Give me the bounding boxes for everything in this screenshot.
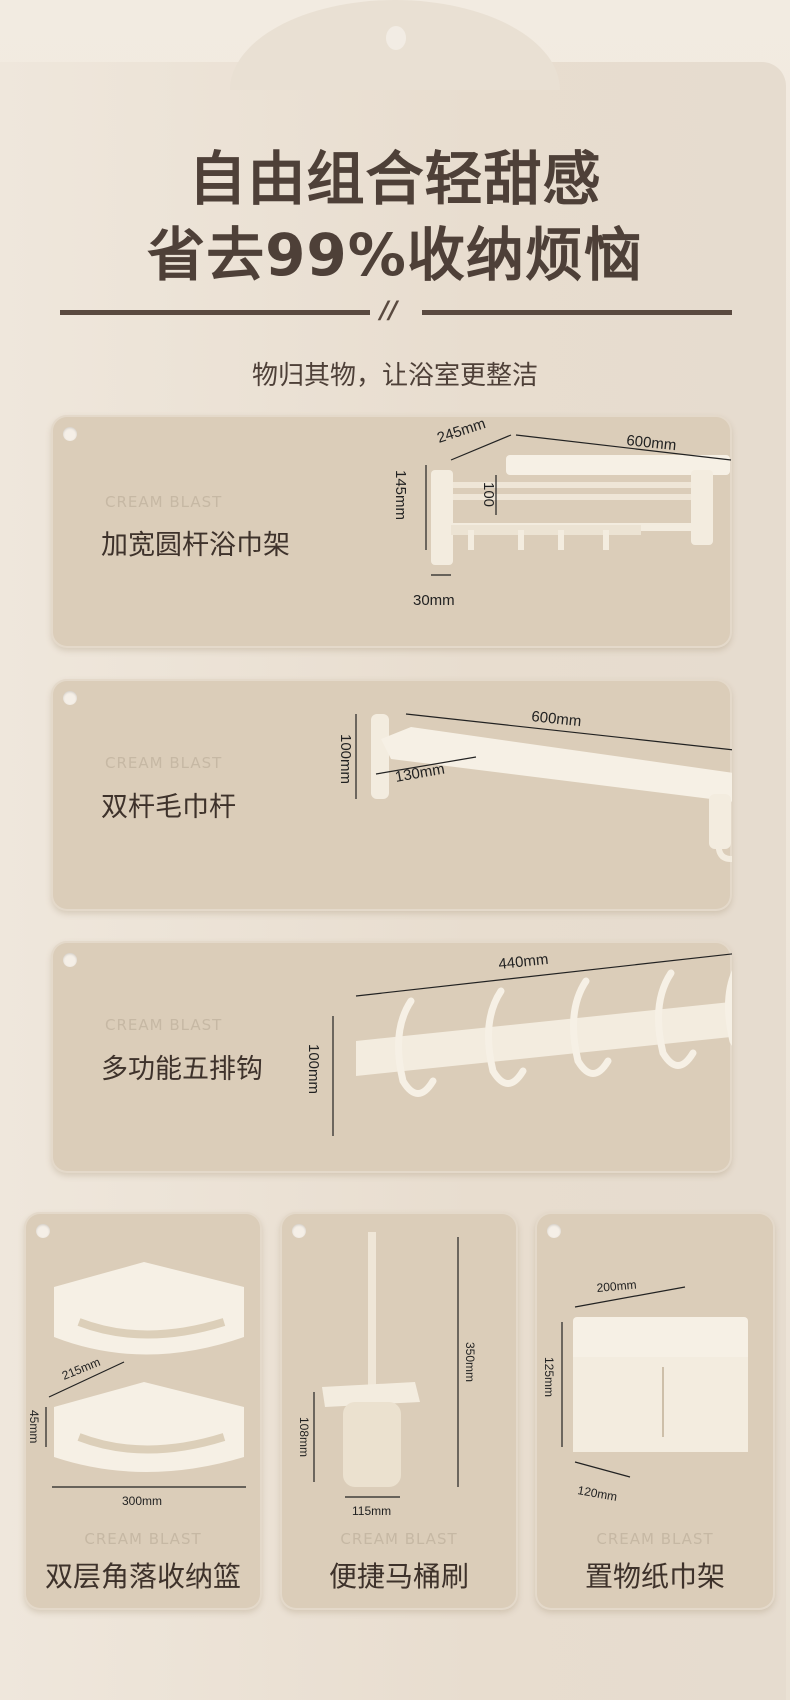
dim-label: 145mm	[392, 470, 409, 520]
dim-label: 115mm	[352, 1504, 391, 1518]
dim-label: 350mm	[463, 1342, 477, 1382]
hook-rail-illustration: 440mm 100mm	[305, 951, 732, 1136]
product-name: 便捷马桶刷	[328, 1560, 469, 1593]
product-card-towel-rack: CREAM BLAST 加宽圆杆浴巾架 245mm 600mm 145mm 10…	[51, 415, 732, 648]
brand-watermark: CREAM BLAST	[105, 1016, 223, 1034]
tissue-holder-illustration: 200mm 125mm 120mm	[542, 1278, 748, 1504]
brand-watermark: CREAM BLAST	[105, 493, 223, 511]
product-card-corner-basket: 215mm 45mm 300mm CREAM BLAST 双层角落收纳篮	[24, 1212, 262, 1610]
divider-mark: //	[380, 296, 398, 324]
product-card-hook-rail: CREAM BLAST 多功能五排钩 440mm 100mm	[51, 941, 732, 1173]
dim-label: 215mm	[60, 1355, 102, 1383]
card-hole	[547, 1224, 561, 1238]
dim-label: 600mm	[531, 708, 583, 730]
brand-watermark: CREAM BLAST	[84, 1530, 202, 1548]
divider-right	[422, 310, 732, 315]
product-name: 多功能五排钩	[101, 1054, 263, 1085]
corner-basket-illustration: 215mm 45mm 300mm	[27, 1262, 246, 1508]
dim-label: 120mm	[576, 1483, 618, 1504]
subtitle: 物归其物，让浴室更整洁	[251, 361, 538, 391]
dim-label: 200mm	[596, 1278, 637, 1295]
product-name: 置物纸巾架	[584, 1560, 725, 1593]
brand-watermark: CREAM BLAST	[105, 754, 223, 772]
headline-line1: 自由组合轻甜感	[188, 145, 602, 213]
dim-label: 100mm	[305, 1044, 322, 1094]
dim-label: 100mm	[337, 734, 354, 784]
brand-watermark: CREAM BLAST	[340, 1530, 458, 1548]
card-hole	[63, 427, 77, 441]
hanging-hole	[386, 26, 406, 50]
toilet-brush-illustration: 350mm 108mm 115mm	[297, 1232, 477, 1518]
dim-label: 100	[480, 482, 497, 507]
dim-label: 125mm	[542, 1357, 556, 1397]
dim-label: 300mm	[122, 1494, 162, 1508]
product-name: 加宽圆杆浴巾架	[101, 530, 290, 561]
towel-bar-illustration: 600mm 100mm 130mm	[337, 708, 732, 863]
product-name: 双杆毛巾杆	[101, 792, 236, 823]
dim-label: 108mm	[297, 1417, 311, 1457]
product-name: 双层角落收纳篮	[44, 1560, 241, 1593]
product-card-tissue-holder: 200mm 125mm 120mm CREAM BLAST 置物纸巾架	[535, 1212, 775, 1610]
product-card-toilet-brush: 350mm 108mm 115mm CREAM BLAST 便捷马桶刷	[280, 1212, 518, 1610]
dim-label: 45mm	[27, 1410, 41, 1443]
product-card-towel-bar: CREAM BLAST 双杆毛巾杆 600mm 100mm 130mm	[51, 679, 732, 911]
dim-label: 245mm	[435, 415, 488, 447]
headline-line2: 省去99%收纳烦恼	[147, 221, 643, 289]
dim-label: 440mm	[498, 951, 550, 973]
dim-label: 130mm	[394, 761, 446, 786]
card-hole	[36, 1224, 50, 1238]
card-hole	[63, 953, 77, 967]
towel-rack-illustration: 245mm 600mm 145mm 100 30mm	[392, 415, 732, 609]
card-hole	[63, 691, 77, 705]
brand-watermark: CREAM BLAST	[596, 1530, 714, 1548]
card-hole	[292, 1224, 306, 1238]
dim-label: 30mm	[413, 592, 455, 609]
divider-left	[60, 310, 370, 315]
dim-label: 600mm	[626, 432, 678, 454]
